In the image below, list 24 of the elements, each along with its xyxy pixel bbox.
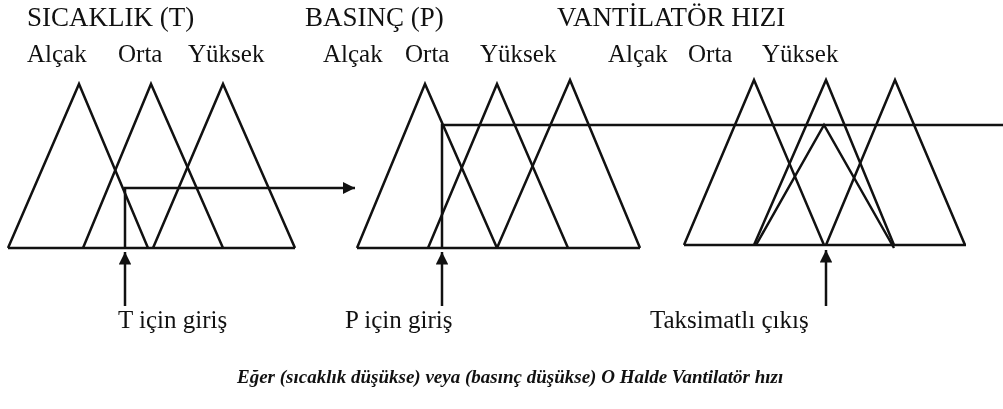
term-label: Orta: [688, 40, 733, 68]
term-label: Alçak: [323, 40, 383, 68]
membership-function-plot: [6, 80, 298, 252]
term-label: Orta: [118, 40, 163, 68]
term-label: Yüksek: [188, 40, 265, 68]
term-label: Orta: [405, 40, 450, 68]
arrow: [118, 252, 132, 306]
membership-function-plot: [682, 76, 1003, 250]
output-label: Taksimatlı çıkış: [650, 306, 809, 334]
input-label: P için giriş: [345, 306, 453, 334]
heading: VANTİLATÖR HIZI: [557, 3, 786, 33]
term-label: Yüksek: [480, 40, 557, 68]
connector-line: [643, 123, 682, 127]
heading: BASINÇ (P): [305, 3, 444, 33]
arrow: [819, 250, 833, 306]
input-label: T için giriş: [118, 306, 228, 334]
membership-function-plot: [355, 78, 643, 252]
term-label: Yüksek: [762, 40, 839, 68]
term-label: Alçak: [27, 40, 87, 68]
arrow: [435, 252, 449, 306]
arrow: [298, 181, 355, 195]
heading: SICAKLIK (T): [27, 3, 195, 33]
term-label: Alçak: [608, 40, 668, 68]
caption: Eğer (sıcaklık düşükse) veya (basınç düşükse) O Halde Vantilatör hızı: [237, 367, 784, 388]
